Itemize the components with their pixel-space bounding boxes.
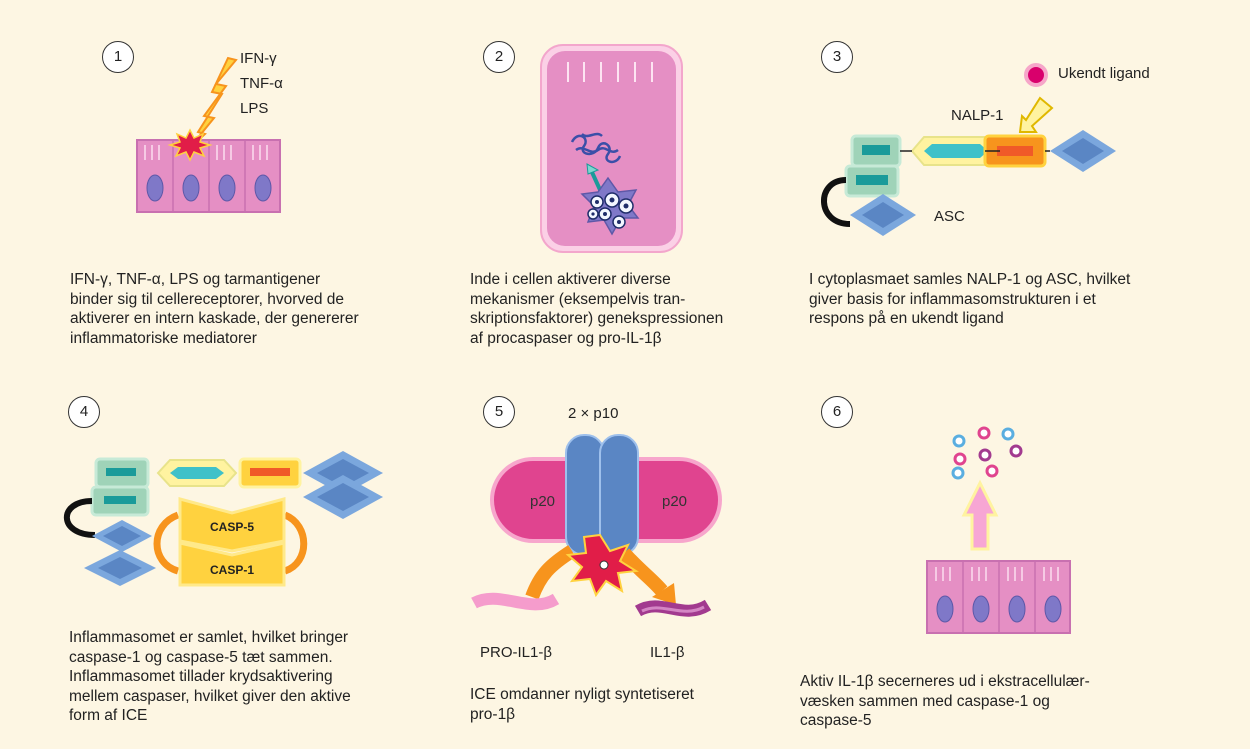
panel-3: 3 Ukendt ligand NALP-1 ASC I cytoplasmae… [800,0,1200,360]
caption-6: Aktiv IL-1β secerneres ud i ekstracellul… [800,672,1200,731]
caption-1: IFN-γ, TNF-α, LPS og tarmantigener binde… [70,270,400,348]
arrow-up-icon [964,483,996,549]
ligand-icon [1026,65,1046,85]
nalp1-asc-illustration [800,0,1200,250]
panel-2: 2 Inde i cellen aktiverer diverse mekani… [400,0,800,360]
arrow-down-icon [1020,98,1052,132]
cell-interior-illustration [400,0,800,260]
label-p20-right: p20 [662,493,687,510]
label-p20-left: p20 [530,493,555,510]
caption-5: ICE omdanner nyligt syntetiseret pro-1β [470,685,800,724]
panel-1: 1 IFN-γ TNF-α LPS IFN-γ, TNF-α, LPS og t… [0,0,400,360]
panel-4: 4 CASP-5 CASP-1 Inflammasomet er samlet,… [0,375,400,735]
label-casp-1: CASP-1 [210,563,254,577]
ice-cleavage-illustration: p20 p20 [400,375,800,655]
panel-6: 6 Aktiv IL-1β secerneres ud i ekstracel [800,375,1200,735]
caption-2: Inde i cellen aktiverer diverse mekanism… [470,270,800,348]
label-casp-5: CASP-5 [210,520,254,534]
scissors-icon [600,561,608,569]
caption-3: I cytoplasmaet samles NALP-1 og ASC, hvi… [809,270,1199,329]
il1b-secretion-illustration [800,375,1200,635]
inflammasome-illustration: CASP-5 CASP-1 [0,375,400,605]
lightning-bolt-icon [188,58,236,150]
caption-4: Inflammasomet er samlet, hvilket bringer… [69,628,399,726]
panel-5: 5 2 × p10 PRO-IL1-β IL1-β p20 p20 ICE om… [400,375,800,735]
epithelium-signal-illustration [0,0,400,250]
